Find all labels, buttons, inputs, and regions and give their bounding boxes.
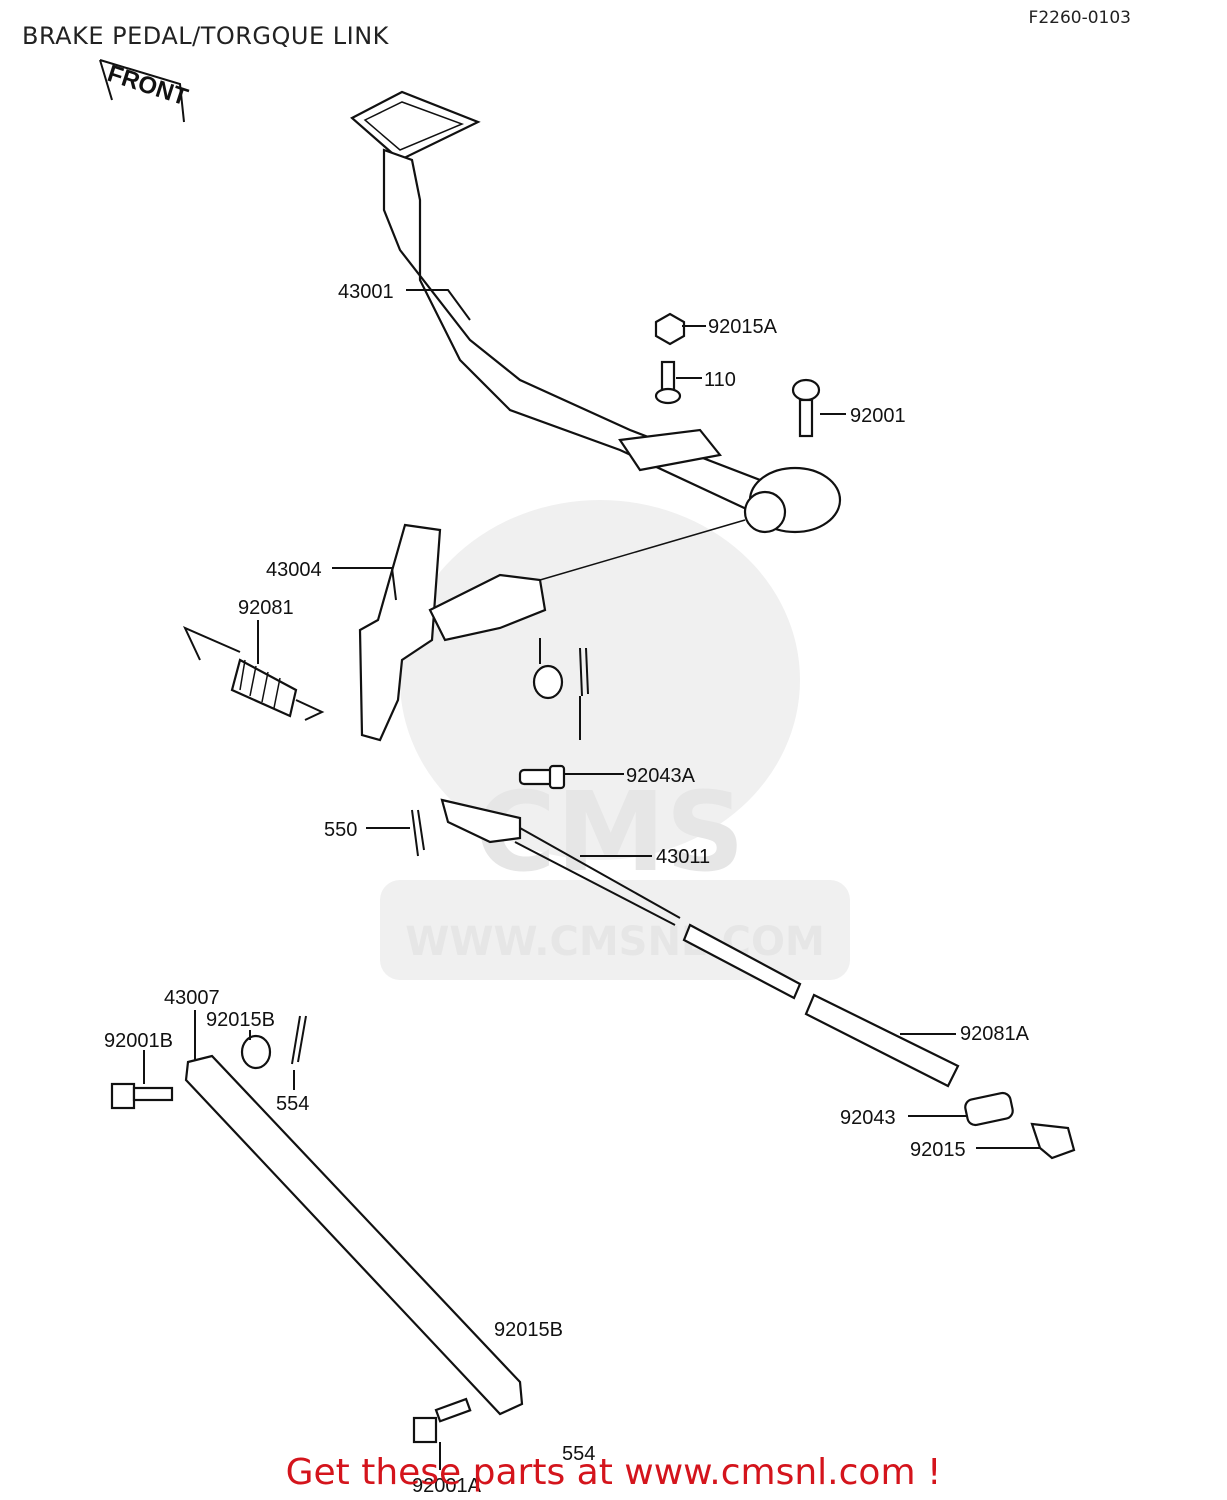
label-92015b-bottom: 92015B <box>494 1319 563 1341</box>
bolt-92001b-icon <box>110 1082 174 1110</box>
label-43001: 43001 <box>338 281 394 303</box>
spring-92081-icon <box>182 626 325 721</box>
label-92043: 92043 <box>840 1107 896 1129</box>
watermark-url: WWW.CMSNL.COM <box>405 919 825 965</box>
part-labels: 43001 92015A 110 92001 43004 92081 92043… <box>104 281 1030 1497</box>
front-arrow-icon: FRONT <box>99 59 191 123</box>
torque-link <box>184 1054 524 1416</box>
front-label: FRONT <box>104 60 191 111</box>
page-title: BRAKE PEDAL/TORGQUE LINK <box>22 22 389 50</box>
label-92015: 92015 <box>910 1139 966 1161</box>
label-92001b: 92001B <box>104 1030 173 1052</box>
nut-92015b-bottom-icon <box>532 664 564 700</box>
brake-pedal <box>350 90 842 534</box>
bolt-92001-icon <box>791 378 821 438</box>
joint-92043-icon <box>964 1091 1014 1127</box>
pin-92043a-icon <box>518 764 566 790</box>
label-92081a: 92081A <box>960 1023 1030 1045</box>
nut-92015-icon <box>1030 1122 1076 1160</box>
label-554-top: 554 <box>276 1093 309 1115</box>
cotter-pin-550-icon <box>411 809 425 857</box>
label-43011: 43011 <box>656 846 710 868</box>
nut-92015a-icon <box>654 312 686 346</box>
watermark: CMS WWW.CMSNL.COM <box>380 500 850 980</box>
label-43004: 43004 <box>266 559 322 581</box>
label-550: 550 <box>324 819 357 841</box>
label-92015b-top: 92015B <box>206 1009 275 1031</box>
cotter-pin-554-bottom-icon <box>579 647 589 697</box>
leader-lines <box>143 289 1040 1470</box>
label-554-bottom: 554 <box>562 1443 595 1465</box>
nut-92015b-top-icon <box>240 1034 272 1070</box>
cotter-pin-554-top-icon <box>291 1015 307 1065</box>
label-92015a: 92015A <box>708 316 778 338</box>
label-92001a: 92001A <box>412 1475 482 1497</box>
label-110: 110 <box>704 369 736 391</box>
label-92081: 92081 <box>238 597 294 619</box>
footer-link[interactable]: Get these parts at www.cmsnl.com ! <box>285 1452 942 1493</box>
label-43007: 43007 <box>164 987 220 1009</box>
diagram-code: F2260-0103 <box>1028 8 1131 28</box>
label-92043a: 92043A <box>626 765 696 787</box>
brake-shaft <box>358 519 746 742</box>
bolt-110-icon <box>654 360 682 405</box>
bolt-92001a-icon <box>412 1397 472 1444</box>
brake-rod <box>440 798 681 926</box>
label-92001: 92001 <box>850 405 906 427</box>
spring-92081a-icon <box>682 923 960 1088</box>
